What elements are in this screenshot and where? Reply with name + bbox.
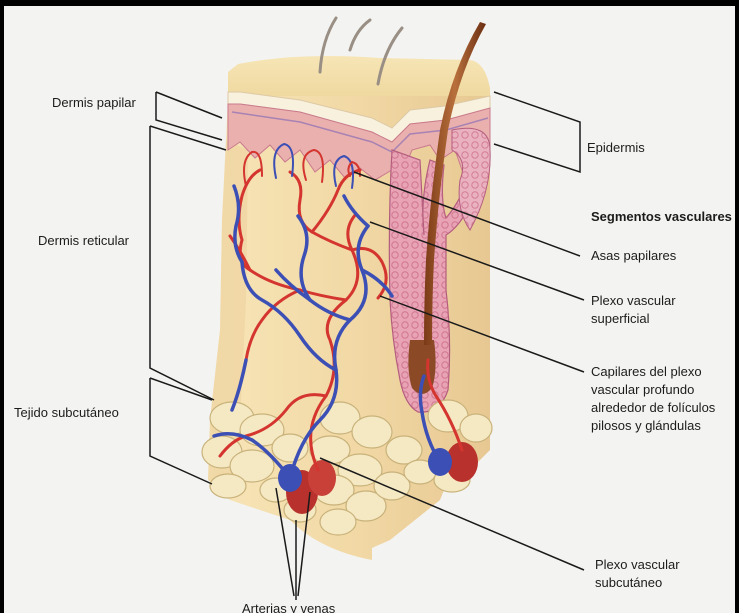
label-capilares-line1: Capilares del plexo [591, 363, 702, 380]
label-plexo-superficial-line2: superficial [591, 310, 650, 327]
epidermis-bracket [494, 92, 580, 172]
label-capilares-line3: alrededor de folículos [591, 399, 715, 416]
surface-hair-2 [350, 20, 370, 50]
label-plexo-subcutaneo-line1: Plexo vascular [595, 556, 680, 573]
label-capilares-line4: pilosos y glándulas [591, 417, 701, 434]
label-asas-papilares: Asas papilares [591, 247, 676, 264]
label-epidermis: Epidermis [587, 139, 645, 156]
top-border [0, 0, 739, 6]
label-capilares-line2: vascular profundo [591, 381, 694, 398]
label-dermis-reticular: Dermis reticular [38, 232, 129, 249]
label-segmentos-vasculares: Segmentos vasculares [591, 208, 732, 225]
label-arterias-venas: Arterias y venas [242, 600, 335, 613]
label-tejido-subcutaneo: Tejido subcutáneo [14, 404, 119, 421]
label-dermis-papilar: Dermis papilar [52, 94, 136, 111]
label-plexo-subcutaneo-line2: subcutáneo [595, 574, 662, 591]
label-plexo-superficial-line1: Plexo vascular [591, 292, 676, 309]
bracket-dermis-papilar [156, 92, 222, 140]
